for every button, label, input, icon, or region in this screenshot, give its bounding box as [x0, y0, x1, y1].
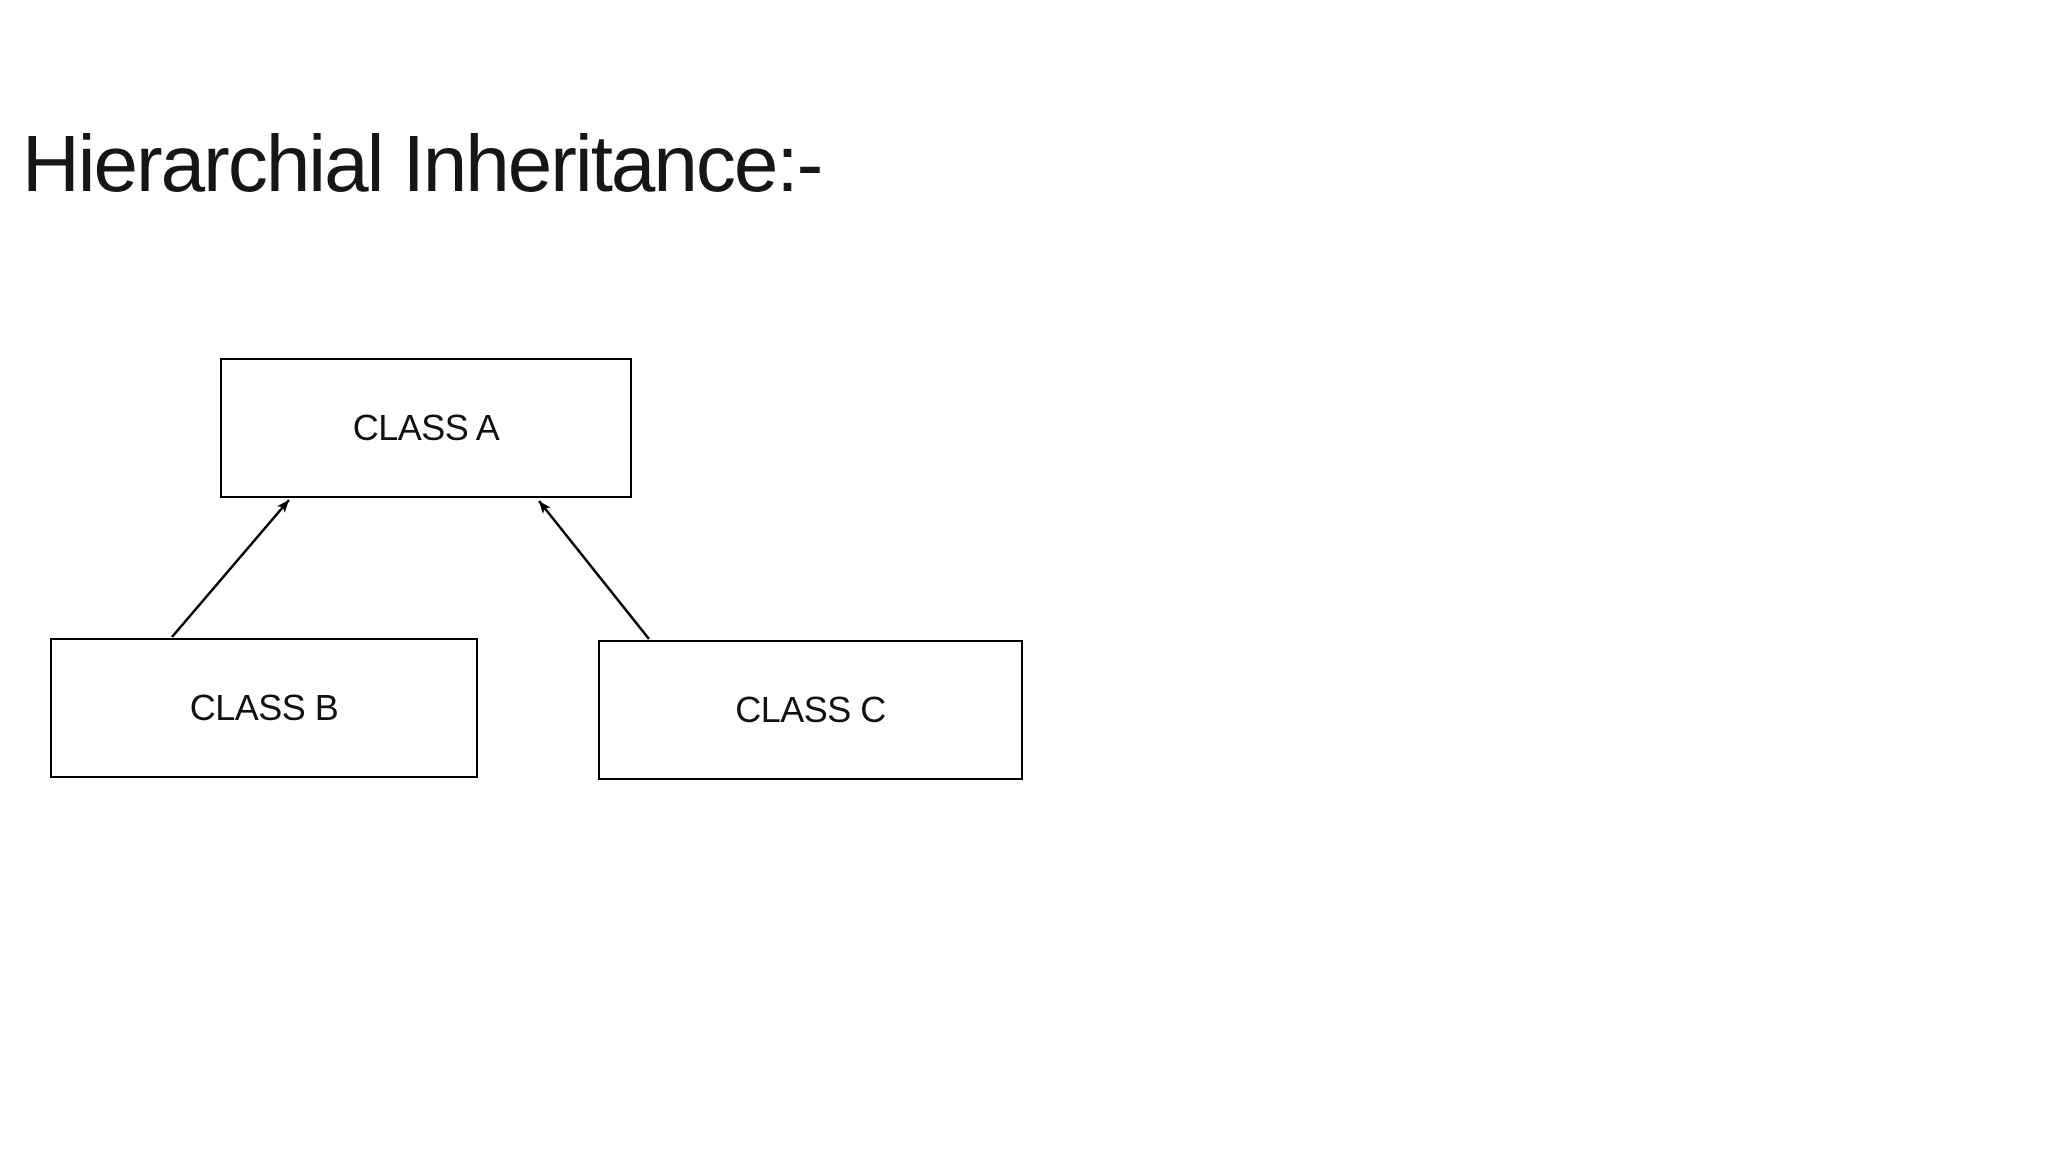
node-class-c-label: CLASS C: [735, 689, 886, 730]
node-class-c: CLASS C: [598, 640, 1023, 780]
node-class-a-label: CLASS A: [352, 407, 500, 448]
arrow-class-c-to-class-a: [538, 500, 650, 640]
node-class-b-label: CLASS B: [189, 687, 339, 728]
node-class-b: CLASS B: [50, 638, 478, 778]
node-class-a: CLASS A: [220, 358, 632, 498]
arrow-class-b-to-class-a: [171, 499, 290, 638]
slide-title: Hierarchial Inheritance:-: [22, 119, 823, 208]
